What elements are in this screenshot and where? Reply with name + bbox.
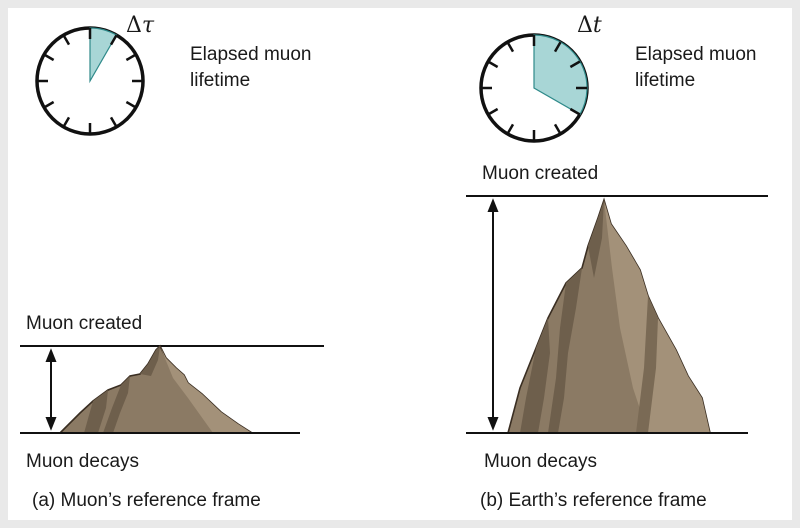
clock-a-tick — [43, 100, 55, 109]
clock-a-caption-line2: lifetime — [190, 70, 250, 91]
mountain-b-crest — [588, 200, 604, 278]
mountain-a — [58, 344, 255, 434]
clock-b-icon — [479, 33, 589, 143]
mountain-a-shadow-ridge — [84, 390, 108, 433]
clock-b-tick — [506, 41, 515, 53]
clock-b-tick — [506, 123, 515, 135]
clock-a-tick — [62, 34, 71, 46]
clock-a-tick — [125, 53, 137, 62]
muon-decays-label-a: Muon decays — [26, 451, 139, 472]
mountain-a-lit-face — [160, 346, 252, 433]
clock-b-caption-line1: Elapsed muon — [635, 44, 756, 65]
clock-b-tick — [569, 60, 581, 69]
clock-a-symbol: Δτ — [126, 13, 155, 38]
muon-time-dilation-diagram: Δτ Elapsed muon lifetime Muon created Mu… — [8, 8, 792, 520]
clock-b-tick — [553, 41, 562, 53]
panel-b: Δt Elapsed muon lifetime Muon created Mu… — [466, 13, 768, 511]
clock-b-tick — [553, 123, 562, 135]
clock-b-tick — [487, 60, 499, 69]
muon-created-label-a: Muon created — [26, 313, 142, 334]
clock-a-icon — [35, 26, 145, 136]
clock-a-tick — [43, 53, 55, 62]
mountain-a-shadow-ridge2 — [103, 376, 130, 433]
muon-decays-label-b: Muon decays — [484, 451, 597, 472]
clock-a-tick — [125, 100, 137, 109]
mountain-b — [506, 197, 712, 434]
frame-caption-a: (a) Muon’s reference frame — [32, 490, 261, 511]
clock-a-tick — [109, 34, 118, 46]
clock-b-tick — [569, 107, 581, 116]
clock-b-symbol: Δt — [577, 13, 602, 38]
clock-b-tick — [487, 107, 499, 116]
mountain-b-shadow-ridge2 — [548, 268, 582, 433]
clock-b-ticks — [481, 35, 587, 141]
panel-a: Δτ Elapsed muon lifetime Muon created Mu… — [20, 13, 324, 511]
mountain-b-shadow-ridge — [520, 318, 550, 433]
frame-caption-b: (b) Earth’s reference frame — [480, 490, 707, 511]
mountain-a-crest — [140, 346, 160, 376]
clock-a-tick — [62, 116, 71, 128]
clock-a-caption-line1: Elapsed muon — [190, 44, 311, 65]
muon-created-label-b: Muon created — [482, 163, 598, 184]
clock-a-ticks — [37, 28, 143, 134]
clock-b-caption-line2: lifetime — [635, 70, 695, 91]
mountain-b-lower-shadow — [636, 296, 658, 433]
clock-a-tick — [109, 116, 118, 128]
